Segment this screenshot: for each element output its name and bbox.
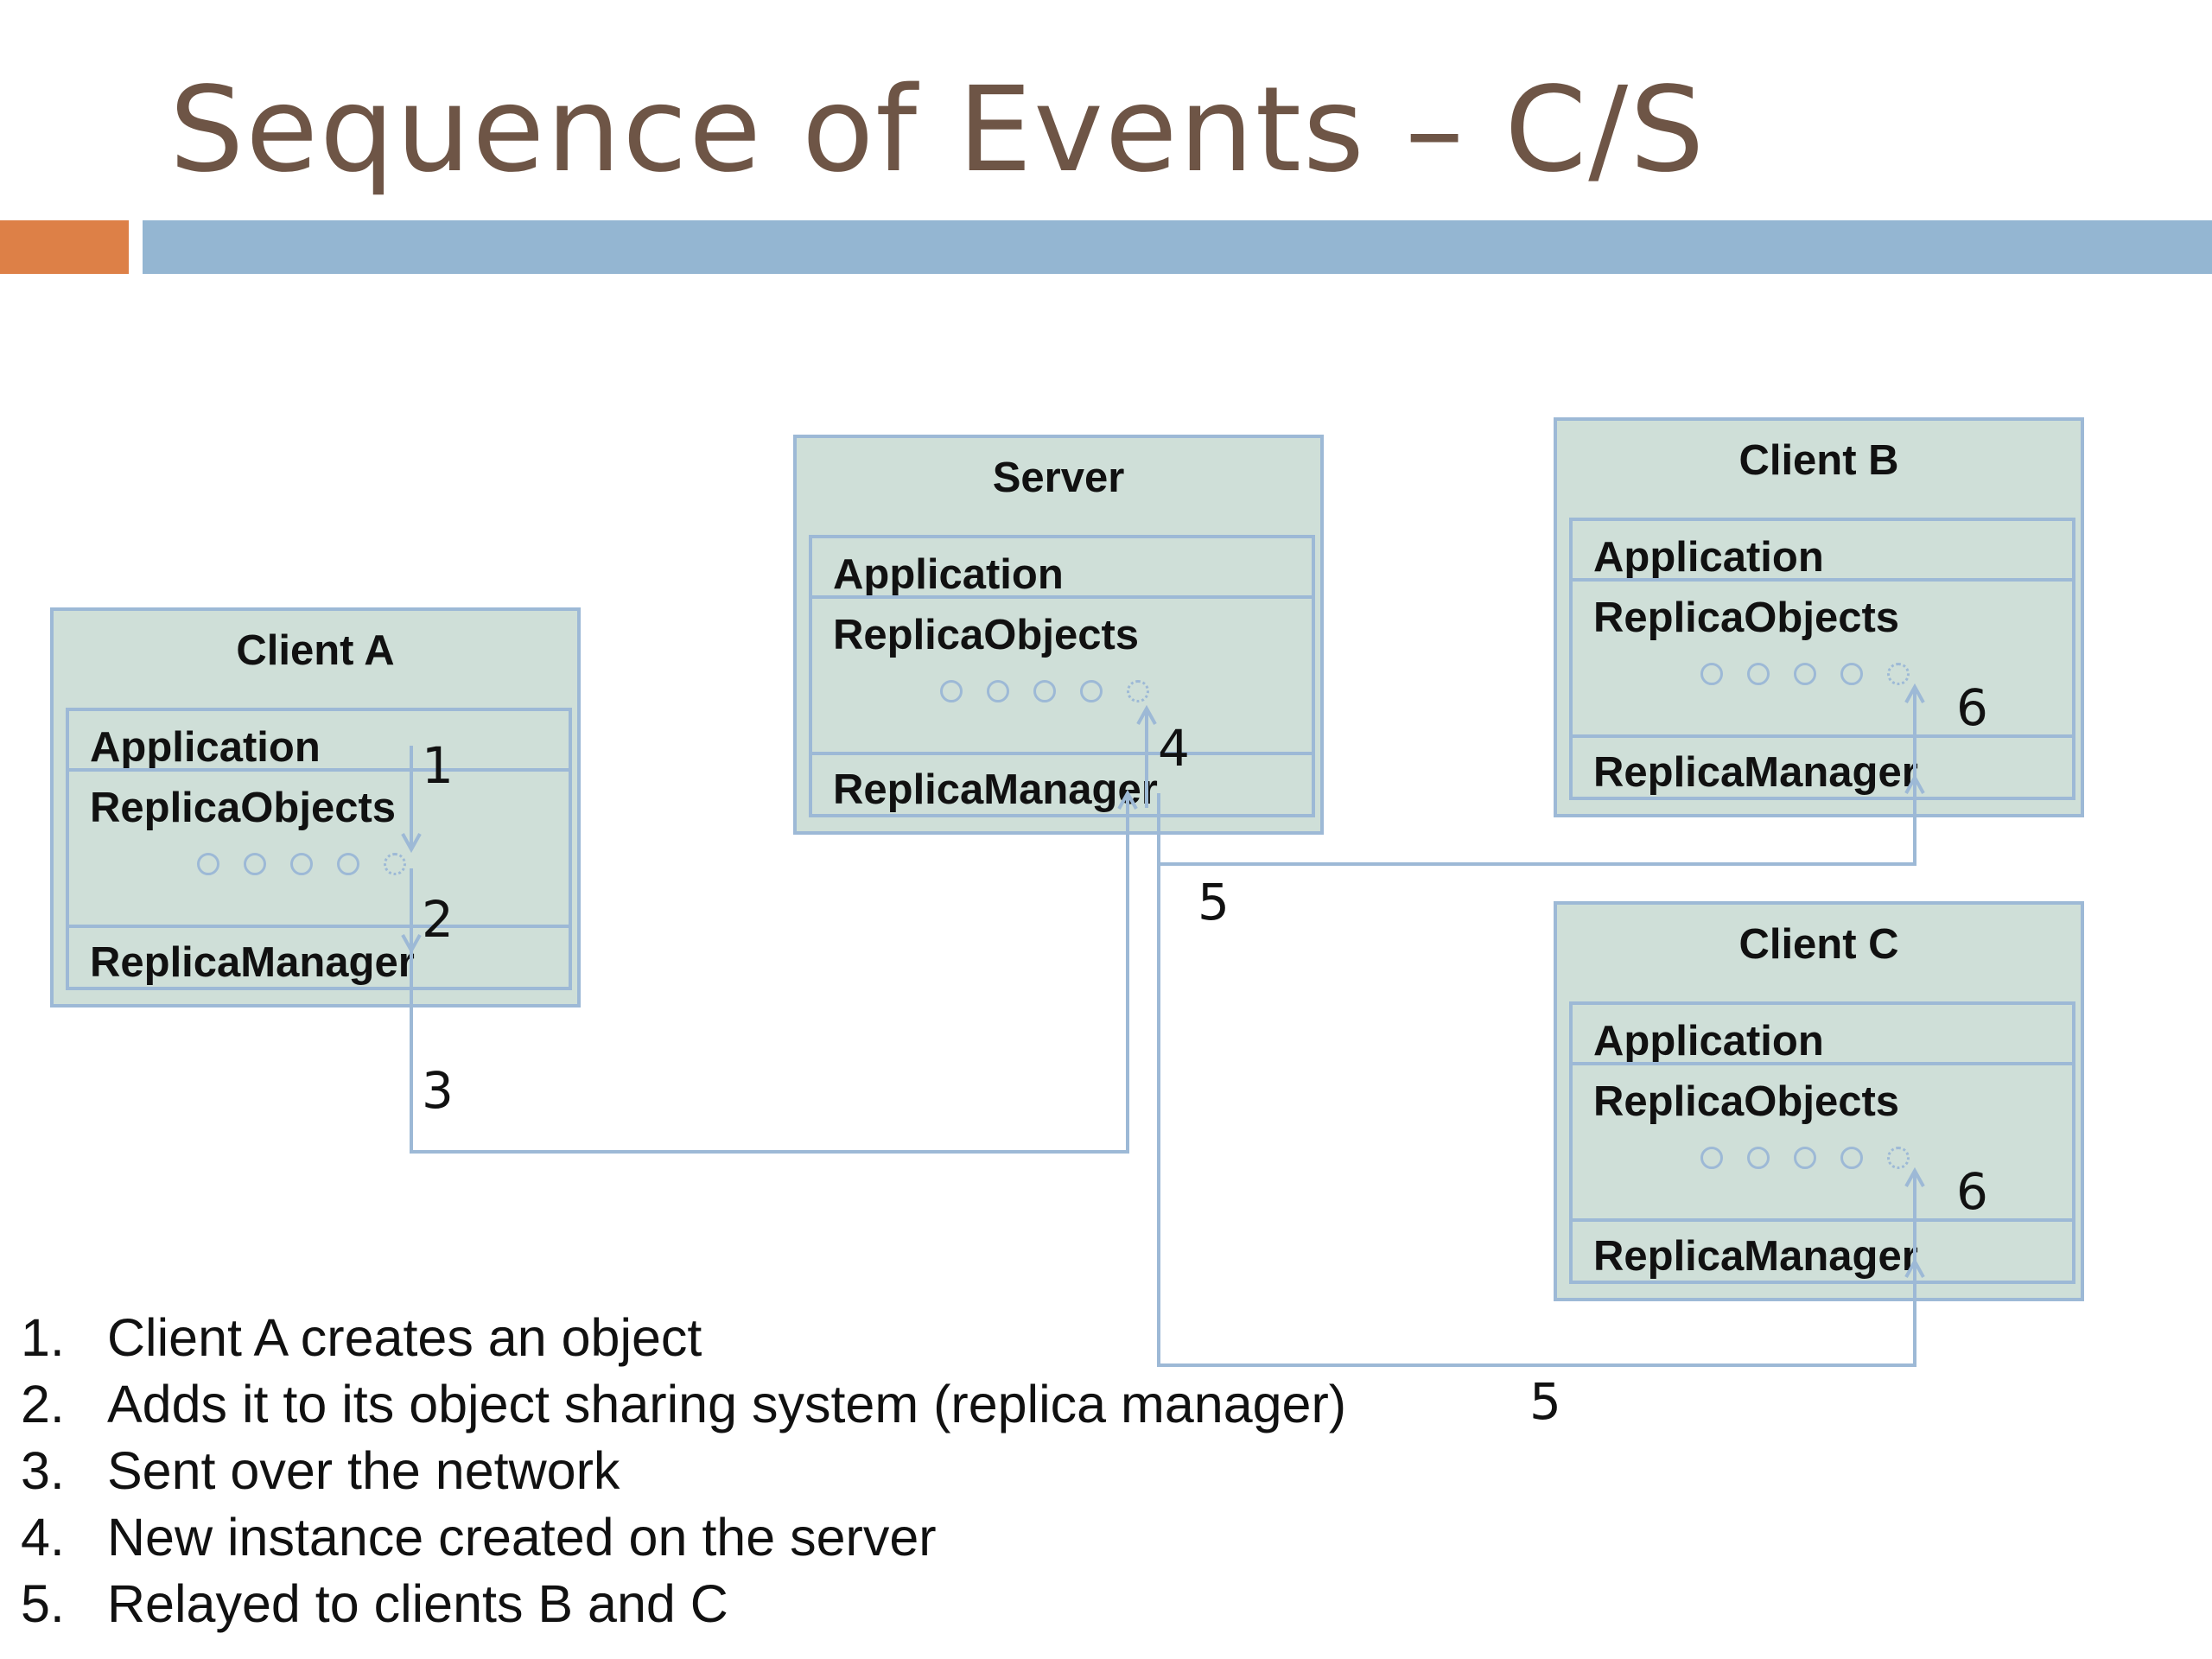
client-c-replica-manager: ReplicaManager [1593, 1233, 1918, 1280]
client-a-replica-manager: ReplicaManager [90, 939, 415, 986]
object-circle [1700, 663, 1723, 685]
object-circle [940, 680, 963, 702]
flow-3-line [410, 793, 1129, 1154]
marker-6-client-c: 6 [1956, 1162, 1988, 1221]
client-a-inner: Application ReplicaObjects ReplicaManage… [66, 708, 572, 990]
step-item: 1. Client A creates an object [21, 1305, 1346, 1371]
step-item: 4. New instance created on the server [21, 1504, 1346, 1571]
step-item: 2. Adds it to its object sharing system (… [21, 1371, 1346, 1438]
server-object-circles [940, 680, 1149, 702]
client-c-replica-objects: ReplicaObjects [1593, 1078, 1900, 1125]
step-number: 4. [21, 1508, 65, 1567]
object-circle [1747, 1147, 1770, 1169]
step-number: 5. [21, 1574, 65, 1633]
client-c-inner: Application ReplicaObjects ReplicaManage… [1569, 1001, 2075, 1284]
object-circle [1794, 663, 1816, 685]
divider [1573, 578, 2072, 582]
object-circle [197, 853, 219, 875]
object-circle [1700, 1147, 1723, 1169]
client-b-replica-manager: ReplicaManager [1593, 749, 1918, 796]
flow-4-arrowhead [1136, 704, 1157, 725]
object-circle [987, 680, 1009, 702]
object-circle [1747, 663, 1770, 685]
flow-6-b-arrowhead [1904, 683, 1925, 703]
client-a-replica-objects: ReplicaObjects [90, 785, 397, 831]
step-text: New instance created on the server [107, 1508, 937, 1567]
client-b-replica-objects: ReplicaObjects [1593, 594, 1900, 641]
step-text: Sent over the network [107, 1441, 620, 1500]
client-b-box: Client B Application ReplicaObjects Repl… [1554, 417, 2084, 817]
object-circle [1080, 680, 1103, 702]
marker-6-client-b: 6 [1956, 678, 1988, 737]
object-circle [1033, 680, 1056, 702]
server-inner: Application ReplicaObjects ReplicaManage… [809, 535, 1315, 817]
flow-5-to-b-line [1157, 778, 1916, 866]
client-a-application: Application [90, 724, 321, 771]
step-text: Client A creates an object [107, 1308, 702, 1367]
step-text: Relayed to clients B and C [107, 1574, 728, 1633]
marker-2: 2 [422, 890, 454, 949]
client-a-title: Client A [236, 627, 395, 674]
flow-3-arrowhead [1117, 789, 1138, 810]
accent-bar-orange [0, 220, 129, 274]
client-c-box: Client C Application ReplicaObjects Repl… [1554, 901, 2084, 1301]
marker-4: 4 [1158, 719, 1190, 778]
divider [1573, 734, 2072, 738]
object-circle [1794, 1147, 1816, 1169]
marker-5-client-b: 5 [1198, 873, 1230, 931]
divider [1573, 1062, 2072, 1065]
new-object-circle [1887, 663, 1910, 685]
server-box: Server Application ReplicaObjects Replic… [793, 435, 1324, 835]
server-replica-objects: ReplicaObjects [833, 612, 1140, 658]
new-object-circle [1887, 1147, 1910, 1169]
slide-title: Sequence of Events – C/S [169, 62, 1707, 199]
step-item: 5. Relayed to clients B and C [21, 1571, 1346, 1637]
object-circle [1840, 1147, 1863, 1169]
client-c-object-circles [1700, 1147, 1910, 1169]
flow-1-arrowhead [401, 833, 422, 854]
step-number: 2. [21, 1375, 65, 1433]
new-object-circle [384, 853, 406, 875]
server-replica-manager: ReplicaManager [833, 766, 1158, 813]
object-circle [337, 853, 359, 875]
client-c-application: Application [1593, 1018, 1824, 1065]
client-a-box: Client A Application ReplicaObjects Repl… [50, 607, 581, 1007]
client-b-object-circles [1700, 663, 1910, 685]
client-c-title: Client C [1738, 921, 1899, 968]
divider [812, 752, 1312, 755]
client-b-application: Application [1593, 534, 1824, 581]
divider [69, 925, 569, 928]
new-object-circle [1127, 680, 1149, 702]
object-circle [290, 853, 313, 875]
flow-6-c-arrowhead [1904, 1166, 1925, 1187]
flow-5-to-c-line [1157, 793, 1916, 1367]
marker-1: 1 [422, 736, 454, 795]
client-a-object-circles [197, 853, 406, 875]
accent-bar-blue [143, 220, 2212, 274]
marker-5-client-c: 5 [1529, 1372, 1561, 1431]
object-circle [1840, 663, 1863, 685]
object-circle [244, 853, 266, 875]
marker-3: 3 [422, 1061, 454, 1120]
server-application: Application [833, 551, 1064, 598]
step-text: Adds it to its object sharing system (re… [107, 1375, 1347, 1433]
client-b-title: Client B [1738, 437, 1899, 484]
step-number: 3. [21, 1441, 65, 1500]
divider [812, 595, 1312, 599]
client-b-inner: Application ReplicaObjects ReplicaManage… [1569, 518, 2075, 800]
step-number: 1. [21, 1308, 65, 1367]
server-title: Server [992, 454, 1125, 501]
step-item: 3. Sent over the network [21, 1438, 1346, 1504]
divider [1573, 1218, 2072, 1222]
divider [69, 768, 569, 772]
steps-list: 1. Client A creates an object 2. Adds it t… [21, 1305, 1346, 1637]
